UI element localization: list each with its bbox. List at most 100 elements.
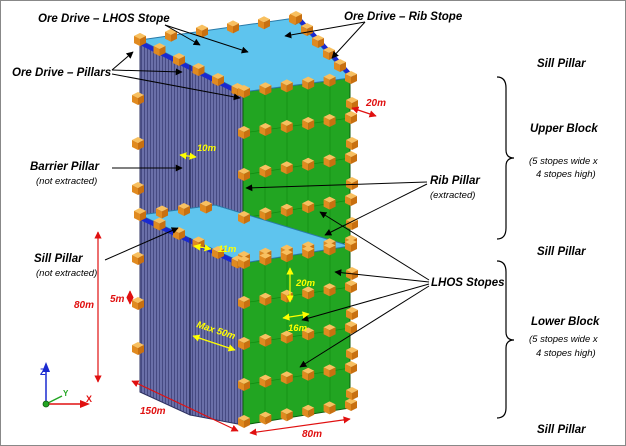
drive-end-cube [345,151,357,164]
drive-end-cube [301,23,313,36]
right-column: Sill Pillar Upper Block (5 stopes wide x… [496,58,600,436]
drive-end-cube [259,374,272,388]
drive-end-cube [134,208,146,221]
drive-end-cube [323,283,336,297]
drive-end-cube [302,367,315,381]
label-barrier-pillar-sub: (not extracted) [36,176,97,187]
drive-end-cube [280,330,293,344]
drive-end-cube [259,123,272,136]
drive-end-cube [280,79,293,93]
drive-end-cube [212,73,224,86]
drive-end-cube [323,154,336,168]
label-sill-pillar-top: Sill Pillar [537,58,586,70]
labels: Ore Drive – LHOS Stope Ore Drive – Rib S… [12,11,504,289]
drive-end-cube [192,63,205,76]
drive-end-cube [345,361,357,374]
drive-end-cube [280,120,293,133]
label-lower-block-sub1: (5 stopes wide x [529,334,599,345]
drive-end-cube [302,404,315,418]
drive-end-cube [212,246,224,259]
label-sill-pillar-left-sub: (not extracted) [36,268,97,279]
lower-stope-face [242,245,351,426]
drive-end-cube [259,164,272,178]
drive-end-cube [323,401,336,415]
drive-end-cube [153,217,166,231]
drive-end-cube [345,71,357,84]
drive-end-cube [132,182,144,195]
drive-end-cube [238,126,250,139]
dim-11m: 11m [218,244,237,255]
drive-end-cube [345,321,357,334]
drive-end-cube [280,249,293,263]
drive-end-cube [346,137,358,150]
drive-end-cube [238,415,250,428]
drive-end-cube [173,53,185,66]
upper-block-brace [496,76,515,240]
drive-end-cube [259,207,272,221]
drive-end-cube [345,193,357,206]
label-upper-block-sub1: (5 stopes wide x [529,156,599,167]
drive-end-cube [345,398,357,411]
lower-block [138,204,351,426]
drive-end-cube [323,364,336,378]
label-sill-pillar-bottom: Sill Pillar [537,424,586,436]
axes-triad: Z X Y [40,362,92,408]
label-sill-pillar-mid: Sill Pillar [537,246,586,258]
dim-20m-green: 20m [295,278,316,289]
drive-end-cube [280,161,293,175]
drive-end-cube [302,327,315,341]
drive-end-cube [280,371,293,385]
axis-x-label: X [86,394,92,404]
drive-end-cube [259,292,272,306]
lower-block-brace [496,260,515,419]
drive-end-cube [302,157,315,171]
drive-end-cube [323,196,336,210]
drive-end-cube [238,296,250,309]
dim-20m-top: 20m [365,98,386,109]
drive-end-cube [312,35,324,48]
axis-y-label: Y [63,389,69,398]
drive-end-cube [238,168,250,181]
dim-10m: 10m [197,143,217,154]
dim-80m-height: 80m [74,300,94,311]
drive-end-cube [302,200,315,214]
drive-end-cube [345,239,357,252]
dim-150m: 150m [140,406,166,417]
lower-barrier-pillar-face [139,214,191,416]
label-rib-pillar-sub: (extracted) [430,190,475,201]
drive-end-cube [302,117,315,130]
drive-end-cube [259,333,272,347]
drive-end-cube [334,59,346,72]
drive-end-cube [280,203,293,217]
drive-end-cube [346,267,358,280]
drive-end-cube [132,252,144,265]
drive-end-cube [302,76,315,90]
drive-end-cube [302,286,315,300]
drive-end-cube [238,378,250,391]
drive-end-cube [132,137,144,150]
label-ore-drive-pillars: Ore Drive – Pillars [12,67,111,79]
axis-z-label: Z [40,367,46,377]
label-lower-block: Lower Block [531,316,600,328]
drive-end-cube [323,73,336,87]
drive-end-cube [323,242,336,256]
drive-end-cube [259,82,272,96]
drive-end-cube [346,217,358,230]
drive-end-cube [227,20,239,34]
drive-end-cube [346,97,358,110]
drive-end-cube [200,200,212,214]
drive-end-cube [238,256,250,269]
drive-end-cube [132,342,144,355]
drive-end-cube [290,11,302,24]
drive-end-cube [178,203,190,216]
dim-16m: 16m [288,323,308,334]
drive-end-cube [302,245,315,259]
label-lhos-stopes: LHOS Stopes [431,277,504,289]
label-barrier-pillar: Barrier Pillar [30,161,100,173]
drive-end-cube [346,387,358,400]
drive-end-cube [346,307,358,320]
drive-end-cube [238,337,250,350]
label-ore-drive-rib: Ore Drive – Rib Stope [344,11,463,23]
